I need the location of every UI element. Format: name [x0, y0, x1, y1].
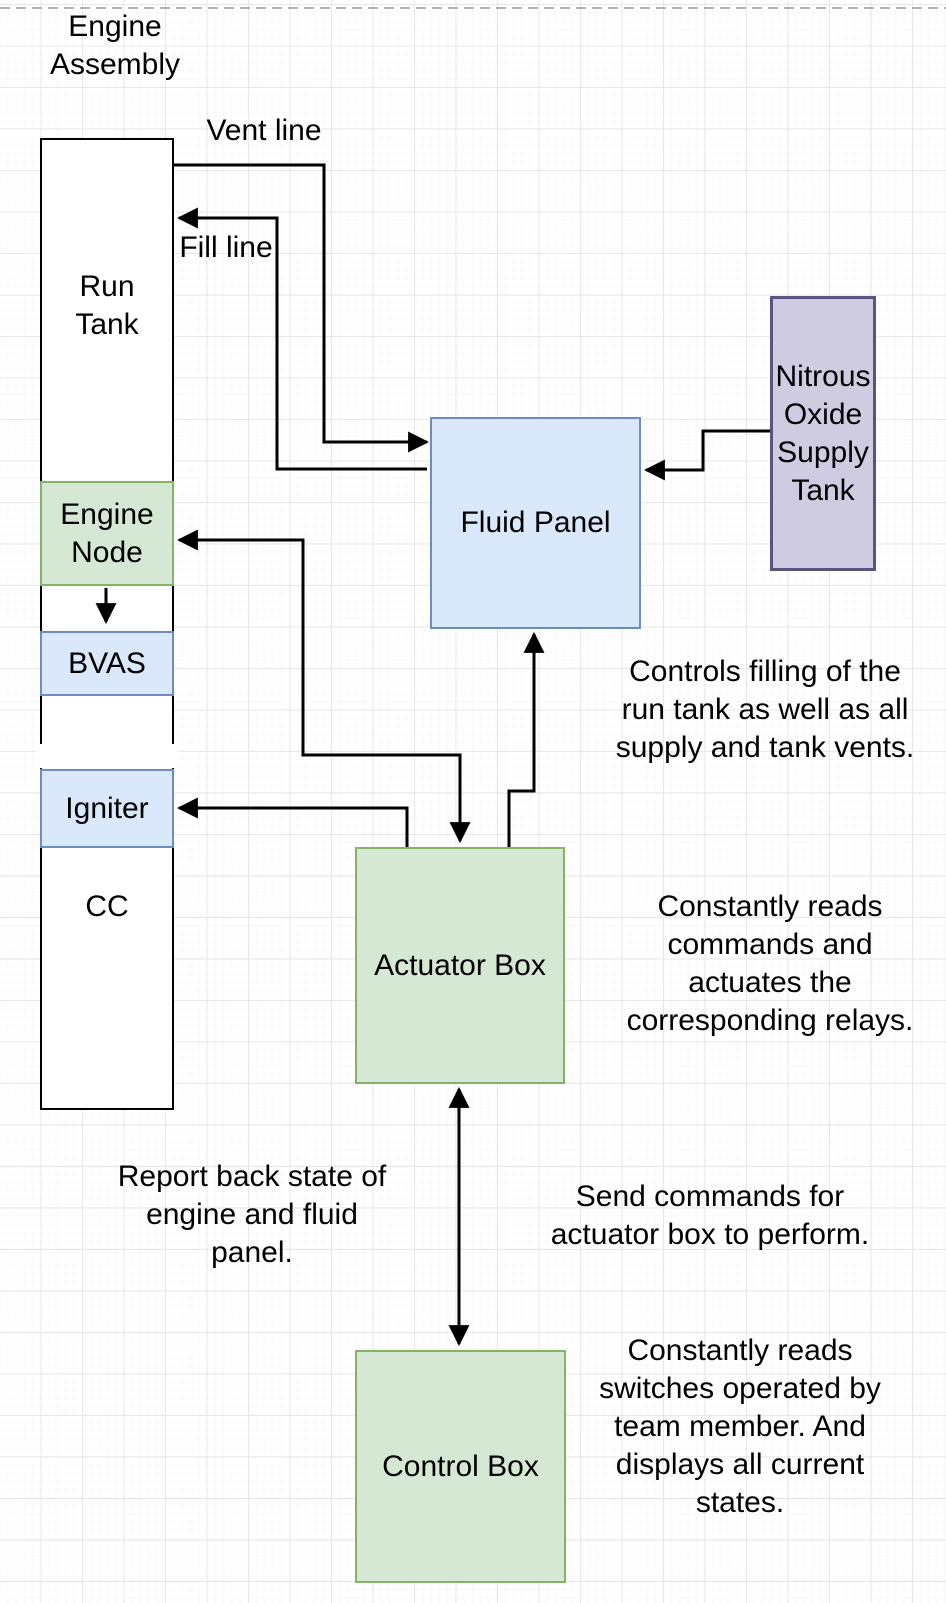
actuator-to-fluid-panel-connector[interactable] [507, 631, 545, 847]
bvas-box[interactable]: BVAS [40, 631, 174, 696]
fill-line-label: Fill line [179, 231, 273, 264]
fluid-panel-label: Fluid Panel [460, 506, 611, 539]
actuator-box[interactable]: Actuator Box [355, 847, 565, 1084]
fluid-panel-box[interactable]: Fluid Panel [430, 417, 641, 629]
bvas-label: BVAS [68, 646, 146, 680]
control-box[interactable]: Control Box [355, 1350, 566, 1583]
actuator-to-igniter-connector[interactable] [176, 797, 409, 847]
container-border-gap [36, 744, 178, 768]
nitrous-to-fluid-panel-connector[interactable] [643, 429, 770, 481]
page-boundary-dashed-line [0, 7, 946, 9]
igniter-box[interactable]: Igniter [40, 769, 174, 848]
igniter-label: Igniter [65, 791, 149, 825]
actuator-engine-node-connector[interactable] [176, 529, 471, 844]
vent-line-connector[interactable] [173, 163, 430, 453]
cc-label: CC [85, 890, 129, 923]
vent-line-label: Vent line [206, 114, 322, 147]
control-box-label: Control Box [382, 1449, 539, 1483]
actuator-box-label: Actuator Box [374, 948, 546, 982]
